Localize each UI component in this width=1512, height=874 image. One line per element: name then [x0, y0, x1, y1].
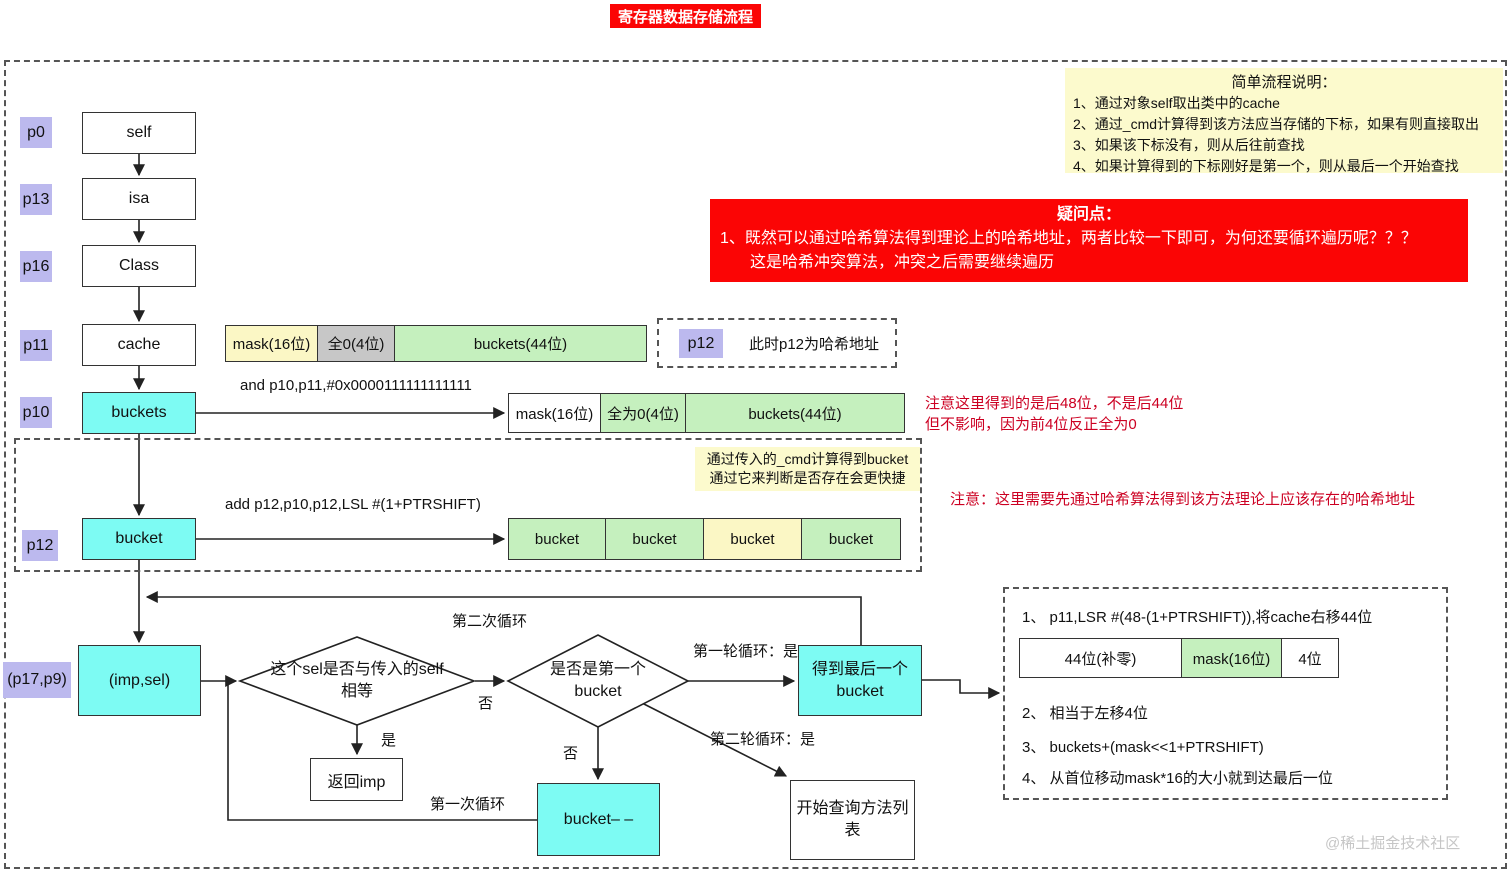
- right-panel-item4: 4、 从首位移动mask*16的大小就到达最后一位: [1022, 770, 1333, 787]
- register-label-p17-p9: (p17,p9): [3, 662, 71, 698]
- node-buckets: buckets: [82, 392, 196, 434]
- second-loop-label: 第二次循环: [452, 613, 528, 630]
- node-last-bucket: 得到最后一个 bucket: [798, 645, 922, 716]
- diamond-sel-equal-text: 这个sel是否与传入的self 相等: [247, 650, 467, 712]
- shift-bar-cell-mask: mask(16位): [1182, 638, 1282, 678]
- note-48bit-line2: 但不影响，因为前4位反正全为0: [925, 416, 1137, 433]
- diamond-sel-equal-shape: [237, 636, 477, 726]
- register-label-p12: p12: [22, 530, 58, 561]
- diamond-sel-equal-line1: 这个sel是否与传入的self: [270, 661, 444, 678]
- right-panel-item3: 3、 buckets+(mask<<1+PTRSHIFT): [1022, 739, 1264, 756]
- arrow-lastbucket-panel: [922, 679, 1001, 699]
- node-return-imp: 返回imp: [310, 758, 403, 801]
- arrow-diamond2-searchmethod: [639, 701, 788, 777]
- outer-dashed-container: [4, 60, 1507, 869]
- cache-bar-cell-mask: mask(16位): [225, 325, 318, 362]
- diamond1-no-label: 否: [478, 695, 494, 712]
- node-bucket: bucket: [82, 518, 196, 560]
- bucket-cell-4: bucket: [802, 518, 901, 560]
- masked-bar-cell-buckets: buckets(44位): [686, 393, 905, 433]
- node-search-method-line2: 表: [844, 822, 861, 839]
- flow-note-item-3: 3、如果该下标没有，则从后往前查找: [1073, 137, 1305, 153]
- node-imp-sel: (imp,sel): [78, 645, 201, 716]
- bucket-group-dashed-box: [14, 438, 922, 572]
- masked-bar-cell-mask: mask(16位): [508, 393, 601, 433]
- p12-hash-note-label: p12: [679, 329, 723, 358]
- question-note-line2: 这是哈希冲突算法，冲突之后需要继续遍历: [750, 254, 1055, 271]
- flow-note-item-1: 1、通过对象self取出类中的cache: [1073, 95, 1280, 111]
- register-label-p0: p0: [20, 117, 52, 148]
- shift-bar-cell-44: 44位(补零): [1019, 638, 1182, 678]
- masked-bar-cell-zero: 全为0(4位): [601, 393, 686, 433]
- node-bucket-minus: bucket– –: [537, 783, 660, 856]
- p12-hash-note-box: p12 此时p12为哈希地址: [657, 318, 897, 368]
- cache-bar-cell-buckets: buckets(44位): [395, 325, 647, 362]
- right-panel-item1: 1、 p11,LSR #(48-(1+PTRSHIFT)),将cache右移44…: [1022, 609, 1373, 626]
- diamond-first-bucket-line2: bucket: [574, 683, 622, 700]
- loopback-second-loop: [145, 591, 862, 645]
- and-instruction: and p10,p11,#0x0000111111111111: [240, 377, 472, 394]
- register-label-p16: p16: [20, 251, 52, 282]
- node-search-method-list: 开始查询方法列 表: [790, 780, 915, 860]
- diamond-first-bucket-line1: 是否是第一个: [549, 661, 646, 678]
- question-note-title: 疑问点：: [1056, 206, 1121, 223]
- diamond1-yes-label: 是: [381, 732, 397, 749]
- watermark: @稀土掘金技术社区: [1325, 835, 1461, 852]
- loopback-first-loop: [227, 682, 537, 821]
- round2-yes-label: 第二轮循环：是: [710, 731, 816, 748]
- p12-hash-note-text: 此时p12为哈希地址: [748, 336, 880, 353]
- bucket-cell-2: bucket: [606, 518, 704, 560]
- flow-note-title: 简单流程说明：: [1231, 74, 1337, 91]
- node-self: self: [82, 112, 196, 154]
- cmd-note-line1: 通过传入的_cmd计算得到bucket: [706, 451, 909, 467]
- page-title: 寄存器数据存储流程: [610, 4, 762, 28]
- round1-yes-label: 第一轮循环：是: [693, 643, 799, 660]
- node-class: Class: [82, 245, 196, 287]
- cmd-note: 通过传入的_cmd计算得到bucket 通过它来判断是否存在会更快捷: [695, 447, 920, 491]
- diamond2-no-label: 否: [563, 745, 579, 762]
- node-isa: isa: [82, 178, 196, 220]
- shift-bar-cell-4: 4位: [1282, 638, 1339, 678]
- cmd-note-line2: 通过它来判断是否存在会更快捷: [709, 470, 906, 486]
- flow-note-item-4: 4、如果计算得到的下标刚好是第一个，则从最后一个开始查找: [1073, 158, 1459, 174]
- flow-note-item-2: 2、通过_cmd计算得到该方法应当存储的下标，如果有则直接取出: [1073, 116, 1480, 132]
- add-instruction: add p12,p10,p12,LSL #(1+PTRSHIFT): [225, 496, 481, 513]
- node-last-bucket-line1: 得到最后一个: [811, 660, 908, 678]
- bucket-cell-3: bucket: [704, 518, 802, 560]
- first-loop-label: 第一次循环: [430, 796, 506, 813]
- right-panel-item2: 2、 相当于左移4位: [1022, 705, 1148, 722]
- bucket-cell-1: bucket: [508, 518, 606, 560]
- register-label-p13: p13: [20, 184, 52, 215]
- register-label-p10: p10: [20, 397, 52, 428]
- register-label-p11: p11: [20, 330, 52, 361]
- question-note: 疑问点： 1、既然可以通过哈希算法得到理论上的哈希地址，两者比较一下即可，为何还…: [710, 199, 1468, 282]
- cache-bar-cell-zero: 全0(4位): [318, 325, 395, 362]
- note-hash-address: 注意：这里需要先通过哈希算法得到该方法理论上应该存在的哈希地址: [950, 491, 1416, 508]
- diamond-first-bucket-shape: [506, 634, 690, 728]
- note-48bit-line1: 注意这里得到的是后48位，不是后44位: [925, 395, 1184, 412]
- right-panel: 1、 p11,LSR #(48-(1+PTRSHIFT)),将cache右移44…: [1003, 587, 1448, 800]
- node-cache: cache: [82, 324, 196, 366]
- diamond-first-bucket-text: 是否是第一个 bucket: [518, 652, 678, 710]
- node-last-bucket-line2: bucket: [836, 682, 884, 700]
- question-note-line1: 1、既然可以通过哈希算法得到理论上的哈希地址，两者比较一下即可，为何还要循环遍历…: [720, 230, 1417, 247]
- diamond-sel-equal-line2: 相等: [340, 683, 373, 700]
- node-search-method-line1: 开始查询方法列: [796, 800, 909, 817]
- flow-note: 简单流程说明： 1、通过对象self取出类中的cache 2、通过_cmd计算得…: [1065, 68, 1503, 174]
